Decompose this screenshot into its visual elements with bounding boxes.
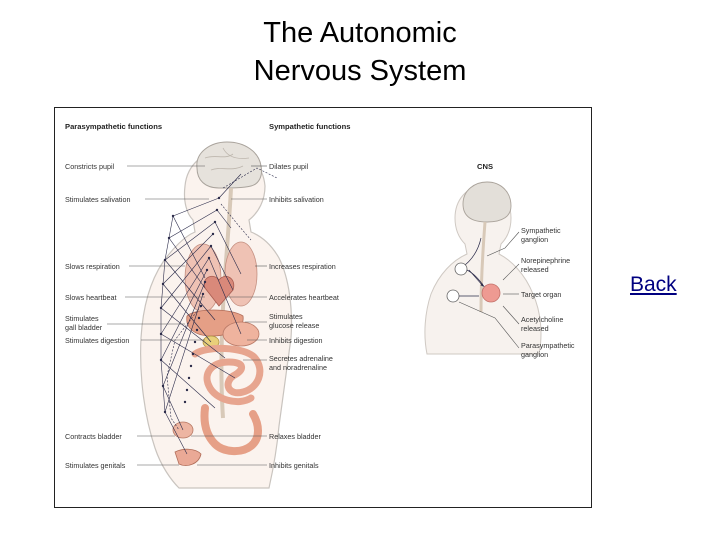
header-cns: CNS xyxy=(477,162,493,171)
label-stimulates-glucose-1: Stimulates xyxy=(269,312,303,321)
label-dilates-pupil: Dilates pupil xyxy=(269,162,309,171)
label-slows-respiration: Slows respiration xyxy=(65,262,120,271)
label-stimulates-digestion: Stimulates digestion xyxy=(65,336,129,345)
label-constricts-pupil: Constricts pupil xyxy=(65,162,115,171)
inset-label-acetylcholine-1: Acetylcholine xyxy=(521,315,563,324)
label-inhibits-genitals: Inhibits genitals xyxy=(269,461,319,470)
label-stimulates-salivation: Stimulates salivation xyxy=(65,195,131,204)
label-increases-respiration: Increases respiration xyxy=(269,262,336,271)
back-link[interactable]: Back xyxy=(630,273,677,296)
label-contracts-bladder: Contracts bladder xyxy=(65,432,122,441)
inset-label-acetylcholine-2: released xyxy=(521,324,549,333)
label-accelerates-heartbeat: Accelerates heartbeat xyxy=(269,293,339,302)
header-parasympathetic: Parasympathetic functions xyxy=(65,122,162,131)
label-stimulates-genitals: Stimulates genitals xyxy=(65,461,126,470)
header-sympathetic: Sympathetic functions xyxy=(269,122,350,131)
inset-label-norepinephrine-1: Norepinephrine xyxy=(521,256,570,265)
title-line-1: The Autonomic xyxy=(263,17,457,49)
inset-label-sympathetic-2: ganglion xyxy=(521,235,548,244)
page-title: The Autonomic Nervous System xyxy=(0,14,720,90)
inset-label-norepinephrine-2: released xyxy=(521,265,549,274)
label-inhibits-salivation: Inhibits salivation xyxy=(269,195,324,204)
inset-label-parasympathetic-2: ganglion xyxy=(521,350,548,359)
label-stimulates-glucose-2: glucose release xyxy=(269,321,319,330)
target-organ-circle xyxy=(481,283,501,303)
title-line-2: Nervous System xyxy=(253,55,467,87)
label-slows-heartbeat: Slows heartbeat xyxy=(65,293,117,302)
inset-label-sympathetic-1: Sympathetic xyxy=(521,226,561,235)
inset-label-parasympathetic-1: Parasympathetic xyxy=(521,341,575,350)
parasympathetic-leader-lines xyxy=(107,165,209,466)
label-inhibits-digestion: Inhibits digestion xyxy=(269,336,323,345)
inset-label-target-organ: Target organ xyxy=(521,290,561,299)
label-stimulates-gall-2: gall bladder xyxy=(65,323,103,332)
sympathetic-leader-lines xyxy=(191,165,267,466)
label-secretes-adrenaline-1: Secretes adrenaline xyxy=(269,354,333,363)
label-relaxes-bladder: Relaxes bladder xyxy=(269,432,322,441)
autonomic-nervous-system-diagram: Parasympathetic functions Sympathetic fu… xyxy=(54,107,592,508)
diagram-canvas: Parasympathetic functions Sympathetic fu… xyxy=(65,122,575,489)
body-illustration xyxy=(140,141,293,489)
label-secretes-adrenaline-2: and noradrenaline xyxy=(269,363,327,372)
label-stimulates-gall-1: Stimulates xyxy=(65,314,99,323)
cns-inset-illustration xyxy=(424,181,542,355)
